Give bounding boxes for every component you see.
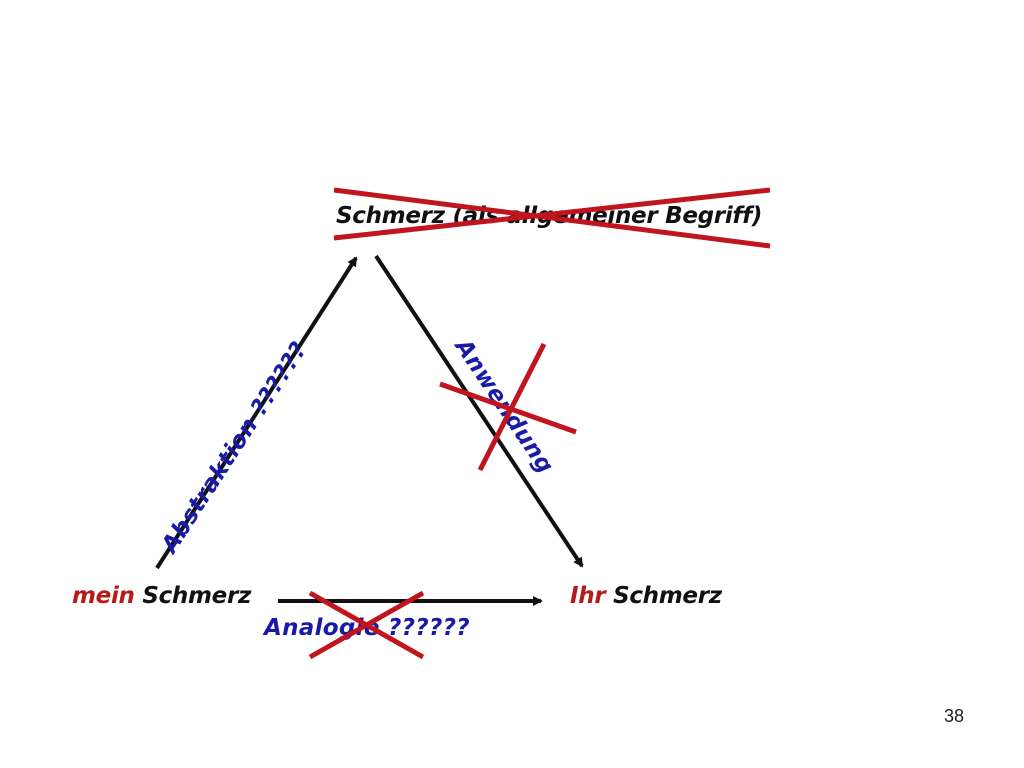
left-node-label: mein Schmerz [72, 582, 251, 610]
edge-label-analogy: Analogie ?????? [264, 615, 470, 641]
right-node-label: Ihr Schmerz [570, 582, 722, 610]
right-node-rest: Schmerz [605, 583, 722, 609]
arrow-application [374, 254, 584, 568]
page-number: 38 [943, 706, 964, 726]
left-node-rest: Schmerz [134, 583, 252, 609]
right-node-highlight: Ihr [570, 583, 606, 609]
edge-label-application: Anwendung [449, 334, 559, 479]
left-node-highlight: mein [72, 583, 135, 609]
edge-label-abstraction: Abstraktion ?????? [156, 337, 313, 558]
top-node-text: Schmerz (als allgemeiner Begriff) [336, 203, 763, 229]
top-node-label: Schmerz (als allgemeiner Begriff) [336, 202, 762, 230]
